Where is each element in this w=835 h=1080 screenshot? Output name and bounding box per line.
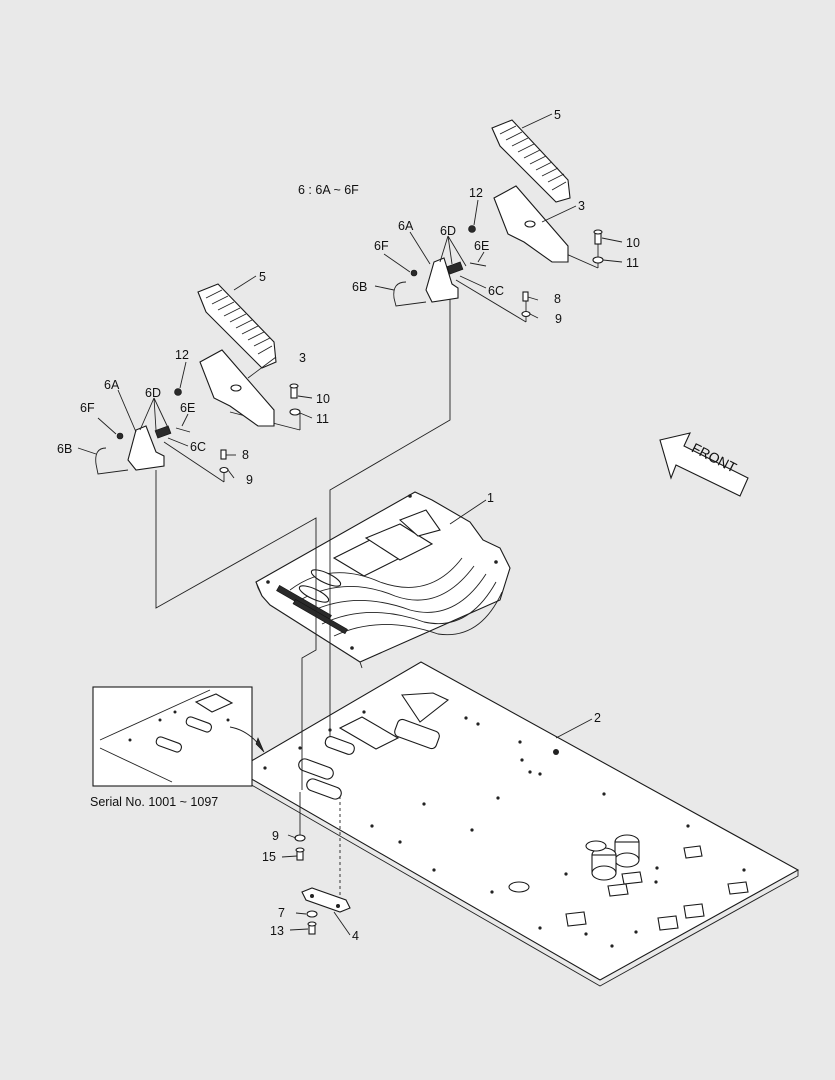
callout-15: 15 (262, 850, 276, 864)
front-arrow: FRONT (659, 432, 749, 497)
callout-4: 4 (352, 929, 359, 943)
callout-6b-right: 6B (352, 280, 367, 294)
callout-6a-left: 6A (104, 378, 120, 392)
callout-5-right: 5 (554, 108, 561, 122)
bottom-fasteners (294, 834, 351, 935)
callout-9-left: 9 (246, 473, 253, 487)
callout-6e-left: 6E (180, 401, 195, 415)
callout-leaders (77, 113, 623, 936)
inset-caption: Serial No. 1001 ~ 1097 (90, 795, 218, 809)
callout-labels: 1 2 3 3 4 5 5 6A 6A 6B 6B 6C 6C 6D 6D 6E… (57, 108, 640, 943)
callout-1: 1 (487, 491, 494, 505)
floor-mat (255, 491, 511, 669)
callout-12-right: 12 (469, 186, 483, 200)
callout-10-left: 10 (316, 392, 330, 406)
callout-6b-left: 6B (57, 442, 72, 456)
callout-8-right: 8 (554, 292, 561, 306)
callout-6e-right: 6E (474, 239, 489, 253)
callout-6d-left: 6D (145, 386, 161, 400)
left-pedal-assembly (95, 283, 301, 475)
callout-7: 7 (278, 906, 285, 920)
callout-10-right: 10 (626, 236, 640, 250)
callout-12-left: 12 (175, 348, 189, 362)
callout-6d-right: 6D (440, 224, 456, 238)
callout-8-left: 8 (242, 448, 249, 462)
callout-11-left: 11 (316, 412, 329, 426)
right-pedal-assembly (393, 119, 604, 318)
callout-3-left: 3 (299, 351, 306, 365)
inset-detail: Serial No. 1001 ~ 1097 (90, 686, 265, 809)
callout-9-right: 9 (555, 312, 562, 326)
callout-11-right: 11 (626, 256, 639, 270)
floor-plate (234, 661, 800, 987)
callout-2: 2 (594, 711, 601, 725)
callout-6f-right: 6F (374, 239, 389, 253)
callout-6f-left: 6F (80, 401, 95, 415)
callout-3-right: 3 (578, 199, 585, 213)
callout-6c-left: 6C (190, 440, 206, 454)
callout-6a-right: 6A (398, 219, 414, 233)
callout-5-left: 5 (259, 270, 266, 284)
group-note: 6 : 6A ~ 6F (298, 183, 359, 197)
callout-6c-right: 6C (488, 284, 504, 298)
callout-9-bottom: 9 (272, 829, 279, 843)
callout-13: 13 (270, 924, 284, 938)
